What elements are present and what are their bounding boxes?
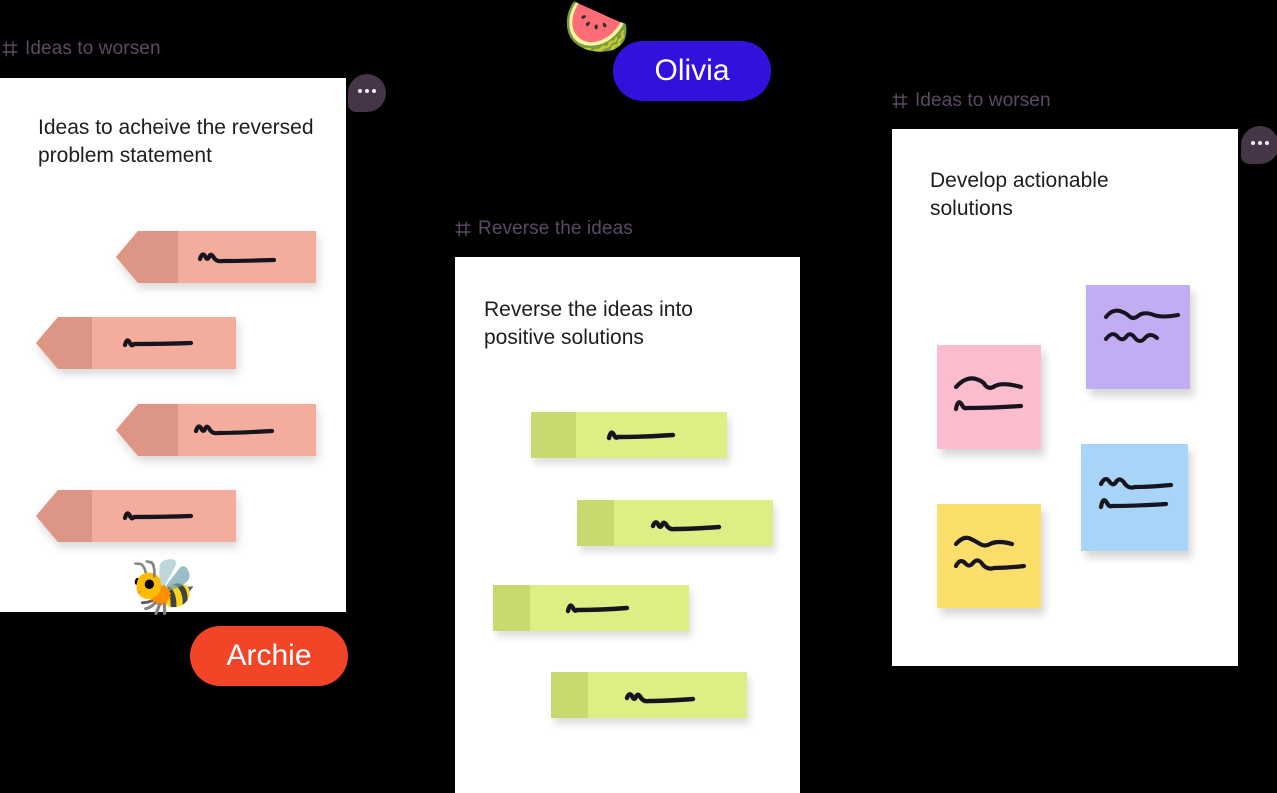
bar-note-head — [531, 412, 576, 458]
frame-title: Ideas to acheive the reversed problem st… — [38, 116, 314, 167]
bar-note[interactable] — [531, 412, 727, 458]
frame-label-ideas-to-worsen-left[interactable]: Ideas to worsen — [2, 38, 161, 60]
arrow-note[interactable] — [116, 231, 316, 283]
note-scribble-icon — [1098, 477, 1174, 510]
frame-label-reverse-the-ideas[interactable]: Reverse the ideas — [455, 218, 633, 240]
comment-dots-icon — [348, 74, 386, 108]
frame-icon — [455, 221, 471, 237]
frame-label-text: Reverse the ideas — [478, 218, 633, 239]
arrow-note[interactable] — [36, 490, 236, 542]
cursor-label-archie: Archie — [190, 626, 348, 686]
bar-note-head — [493, 585, 530, 631]
frame-ideas-to-worsen-left[interactable]: Ideas to acheive the reversed problem st… — [0, 78, 346, 612]
watermelon-cursor-icon: 🍉 — [563, 0, 631, 57]
comment-bubble-button-right[interactable] — [1241, 126, 1277, 164]
cursor-label-olivia: Olivia — [613, 41, 771, 101]
bar-note-head — [577, 500, 614, 546]
comment-bubble-button-left[interactable] — [348, 74, 386, 112]
frame-ideas-to-worsen-right[interactable]: Develop actionable solutions — [892, 129, 1238, 666]
frame-reverse-the-ideas[interactable]: Reverse the ideas into positive solution… — [455, 257, 800, 793]
frame-label-ideas-to-worsen-right[interactable]: Ideas to worsen — [892, 90, 1051, 112]
frame-icon — [892, 93, 908, 109]
sticky-note-blue[interactable] — [1081, 444, 1188, 551]
note-scribble-icon — [606, 430, 676, 441]
arrow-note-head — [116, 404, 178, 456]
bar-note[interactable] — [493, 585, 689, 631]
frame-label-text: Ideas to worsen — [915, 90, 1051, 111]
frame-title: Develop actionable solutions — [930, 169, 1109, 220]
bee-cursor-icon: 🐝 — [130, 557, 198, 617]
note-scribble-icon — [650, 520, 722, 532]
arrow-note-head — [36, 317, 92, 369]
note-scribble-icon — [122, 338, 194, 348]
note-scribble-icon — [953, 535, 1027, 571]
arrow-note[interactable] — [116, 404, 316, 456]
note-scribble-icon — [1104, 308, 1180, 343]
frame-label-text: Ideas to worsen — [25, 38, 161, 59]
note-scribble-icon — [953, 376, 1024, 412]
bar-note[interactable] — [577, 500, 773, 546]
note-scribble-icon — [624, 692, 696, 704]
comment-bubble-shape — [348, 74, 386, 112]
frame-title: Reverse the ideas into positive solution… — [484, 298, 693, 349]
note-scribble-icon — [565, 603, 630, 614]
note-scribble-icon — [193, 424, 275, 436]
arrow-note-head — [36, 490, 92, 542]
sticky-note-purple[interactable] — [1086, 285, 1190, 389]
comment-bubble-shape — [1241, 126, 1277, 164]
bar-note[interactable] — [551, 672, 747, 718]
arrow-note[interactable] — [36, 317, 236, 369]
arrow-note-head — [116, 231, 178, 283]
note-scribble-icon — [122, 511, 194, 521]
comment-dots-icon — [1241, 126, 1277, 160]
sticky-note-pink[interactable] — [937, 345, 1041, 449]
sticky-note-yellow[interactable] — [937, 504, 1041, 608]
bar-note-head — [551, 672, 588, 718]
note-scribble-icon — [197, 252, 277, 264]
frame-icon — [2, 41, 18, 57]
